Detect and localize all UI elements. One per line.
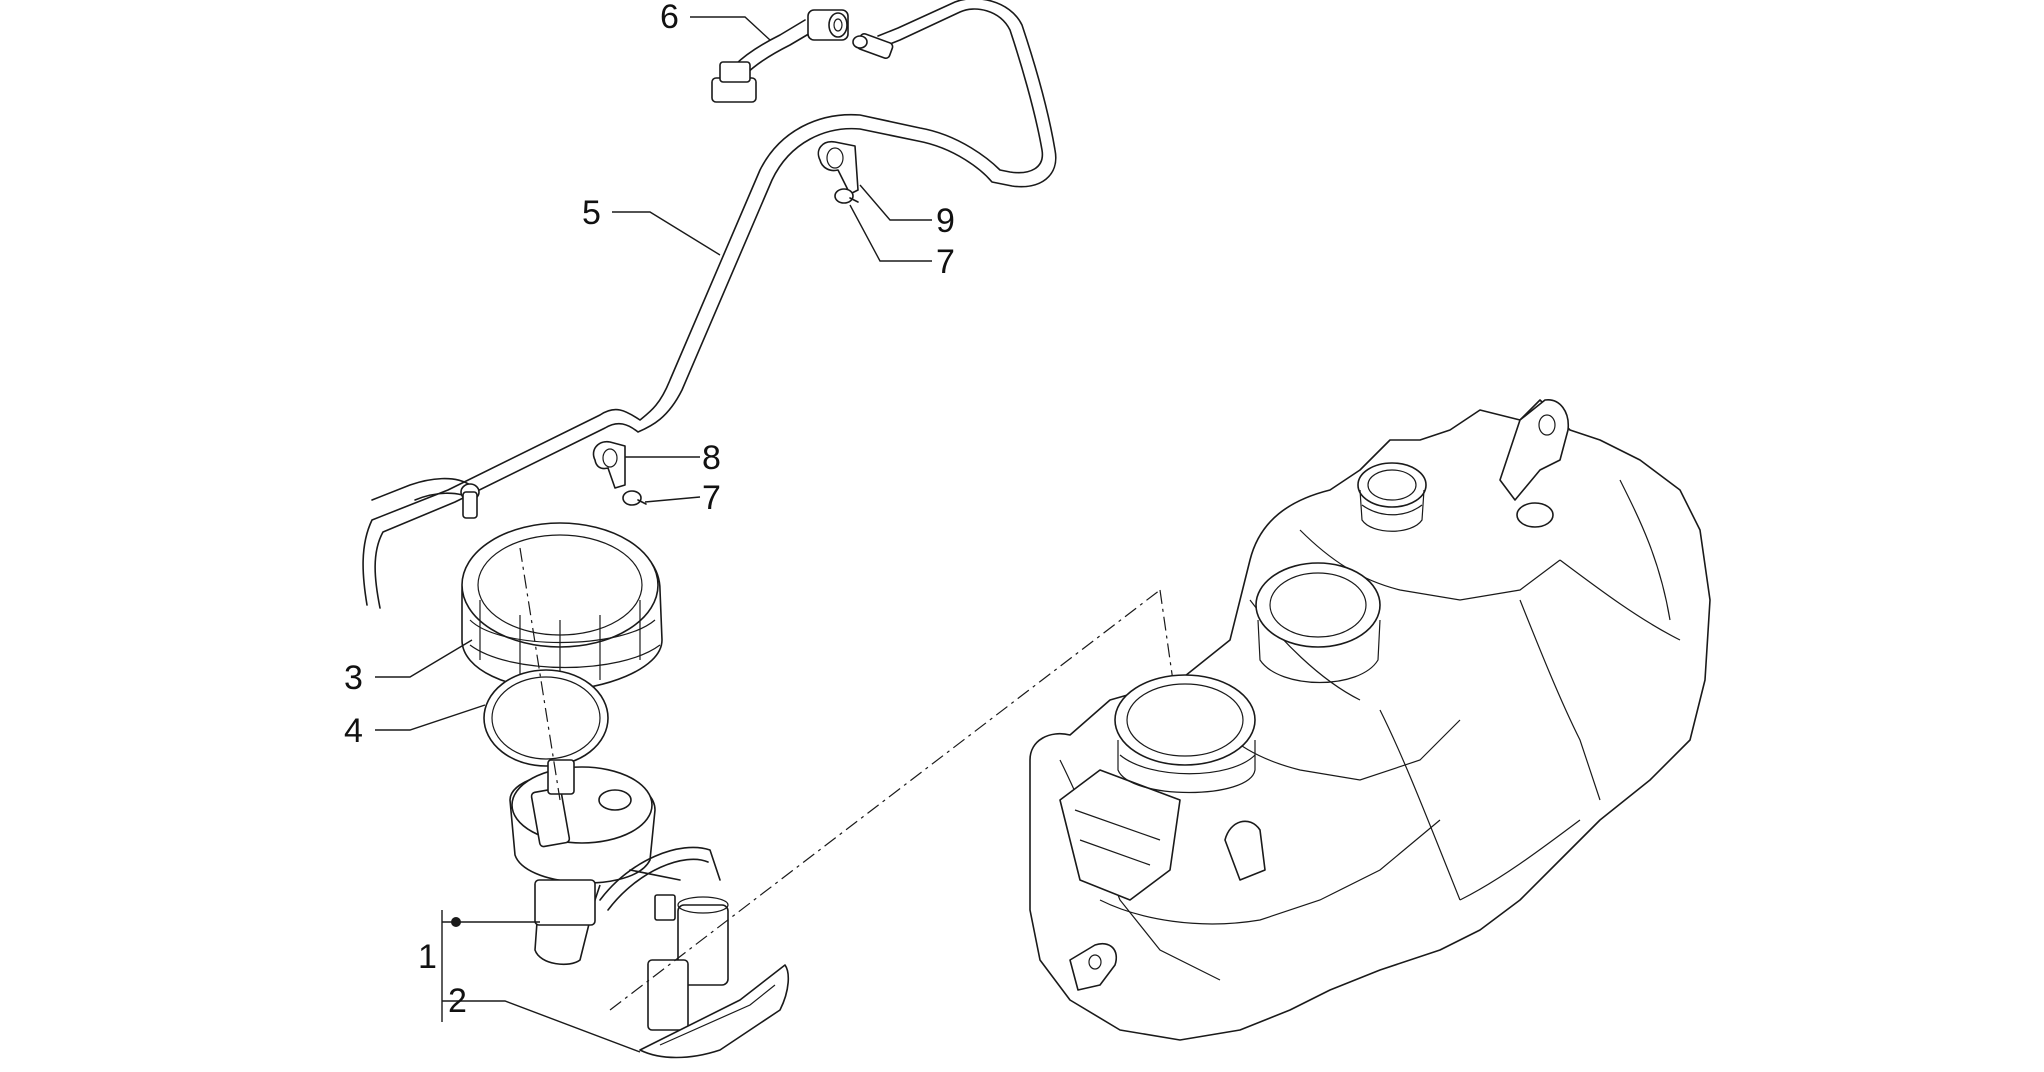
callout-4: 4 xyxy=(344,712,363,750)
callout-3: 3 xyxy=(344,659,363,697)
fuel-filter xyxy=(639,964,790,1059)
ring-nut xyxy=(461,522,663,691)
callout-bullet xyxy=(451,917,461,927)
fuel-tank xyxy=(1029,399,1711,1041)
callout-6: 6 xyxy=(660,0,679,36)
fuel-pump-assembly xyxy=(509,759,729,1031)
callout-8: 8 xyxy=(702,439,721,477)
screw-upper xyxy=(834,188,859,204)
callout-9: 9 xyxy=(936,202,955,240)
screw-lower xyxy=(622,490,647,506)
callout-7-upper: 7 xyxy=(936,243,955,281)
callout-1: 1 xyxy=(418,938,437,976)
callout-numbers: 1 2 3 4 5 6 7 7 8 9 xyxy=(344,0,955,1020)
connector-hose xyxy=(711,9,849,103)
callout-7-lower: 7 xyxy=(702,479,721,517)
leader-lines xyxy=(375,16,932,1053)
hose-clamp-lower xyxy=(592,440,626,489)
fuel-hose xyxy=(362,0,1057,609)
callout-5: 5 xyxy=(582,194,601,232)
callout-2: 2 xyxy=(448,982,467,1020)
o-ring-gasket xyxy=(483,669,609,767)
hose-clamp-upper xyxy=(817,140,859,195)
